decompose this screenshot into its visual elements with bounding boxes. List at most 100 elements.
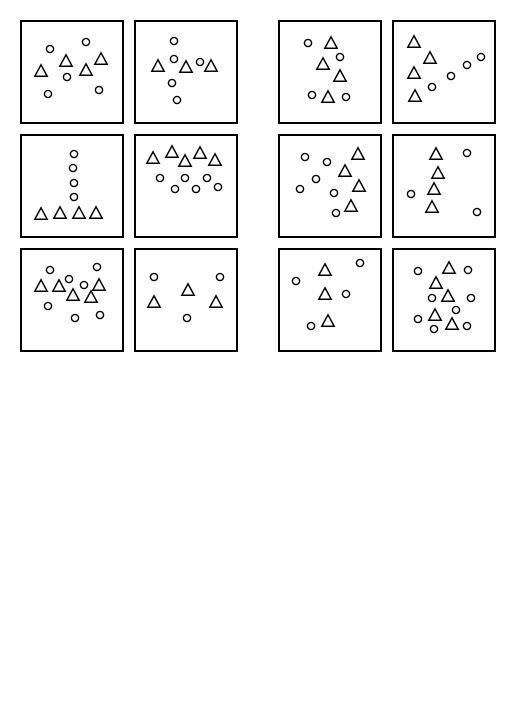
circle-shape — [462, 148, 472, 158]
panel-4 — [392, 20, 496, 124]
circle-shape — [191, 184, 201, 194]
circle-shape — [62, 72, 72, 82]
triangle-shape — [351, 178, 367, 193]
triangle-shape — [208, 294, 224, 309]
triangle-shape — [52, 205, 68, 220]
triangle-shape — [177, 153, 193, 168]
circle-shape — [427, 82, 437, 92]
triangle-shape — [332, 68, 348, 83]
panel-7 — [278, 134, 382, 238]
circle-shape — [462, 321, 472, 331]
triangle-shape — [65, 287, 81, 302]
circle-shape — [215, 272, 225, 282]
circle-shape — [195, 57, 205, 67]
triangle-shape — [192, 145, 208, 160]
circle-shape — [429, 324, 439, 334]
triangle-shape — [343, 198, 359, 213]
panel-2 — [134, 20, 238, 124]
triangle-shape — [207, 152, 223, 167]
circle-shape — [180, 173, 190, 183]
triangle-shape — [93, 51, 109, 66]
circle-shape — [68, 163, 78, 173]
circle-shape — [69, 192, 79, 202]
circle-shape — [446, 71, 456, 81]
circle-shape — [466, 293, 476, 303]
triangle-shape — [33, 63, 49, 78]
panel-frame — [134, 134, 238, 238]
panel-6 — [134, 134, 238, 238]
circle-shape — [169, 36, 179, 46]
circle-shape — [45, 44, 55, 54]
circle-shape — [45, 265, 55, 275]
panel-10 — [134, 248, 238, 352]
circle-shape — [182, 313, 192, 323]
circle-shape — [149, 272, 159, 282]
triangle-shape — [145, 150, 161, 165]
panel-3 — [278, 20, 382, 124]
circle-shape — [355, 258, 365, 268]
circle-shape — [472, 207, 482, 217]
triangle-shape — [406, 65, 422, 80]
triangle-shape — [88, 205, 104, 220]
triangle-shape — [78, 62, 94, 77]
circle-shape — [451, 305, 461, 315]
circle-shape — [427, 293, 437, 303]
triangle-shape — [178, 59, 194, 74]
triangle-shape — [337, 163, 353, 178]
circle-shape — [329, 188, 339, 198]
panel-1 — [20, 20, 124, 124]
circle-shape — [322, 157, 332, 167]
circle-shape — [70, 313, 80, 323]
triangle-shape — [440, 288, 456, 303]
circle-shape — [94, 85, 104, 95]
circle-shape — [335, 52, 345, 62]
circle-shape — [92, 262, 102, 272]
circle-shape — [306, 321, 316, 331]
circle-shape — [295, 184, 305, 194]
triangle-shape — [444, 316, 460, 331]
circle-shape — [300, 152, 310, 162]
panel-frame — [392, 20, 496, 124]
triangle-shape — [320, 89, 336, 104]
panel-9 — [20, 248, 124, 352]
panel-12 — [392, 248, 496, 352]
triangle-shape — [146, 294, 162, 309]
triangle-shape — [350, 146, 366, 161]
circle-shape — [213, 182, 223, 192]
circle-shape — [476, 52, 486, 62]
circle-shape — [69, 178, 79, 188]
triangle-shape — [422, 50, 438, 65]
panel-11 — [278, 248, 382, 352]
triangle-shape — [427, 307, 443, 322]
triangle-shape — [426, 181, 442, 196]
triangle-shape — [83, 289, 99, 304]
circle-shape — [81, 37, 91, 47]
triangle-shape — [91, 277, 107, 292]
circle-shape — [172, 95, 182, 105]
circle-shape — [43, 89, 53, 99]
circle-shape — [463, 265, 473, 275]
circle-shape — [64, 274, 74, 284]
triangle-shape — [33, 206, 49, 221]
panel-8 — [392, 134, 496, 238]
triangle-shape — [150, 58, 166, 73]
triangle-shape — [180, 282, 196, 297]
circle-shape — [462, 60, 472, 70]
triangle-shape — [33, 278, 49, 293]
triangle-shape — [203, 58, 219, 73]
triangle-shape — [317, 262, 333, 277]
panel-frame — [278, 134, 382, 238]
triangle-shape — [407, 88, 423, 103]
circle-shape — [307, 90, 317, 100]
circle-shape — [170, 184, 180, 194]
triangle-shape — [315, 56, 331, 71]
circle-shape — [311, 174, 321, 184]
triangle-shape — [406, 34, 422, 49]
circle-shape — [331, 208, 341, 218]
triangle-shape — [320, 313, 336, 328]
circle-shape — [167, 78, 177, 88]
circle-shape — [406, 189, 416, 199]
panel-frame — [134, 248, 238, 352]
circle-shape — [79, 280, 89, 290]
triangle-shape — [428, 275, 444, 290]
